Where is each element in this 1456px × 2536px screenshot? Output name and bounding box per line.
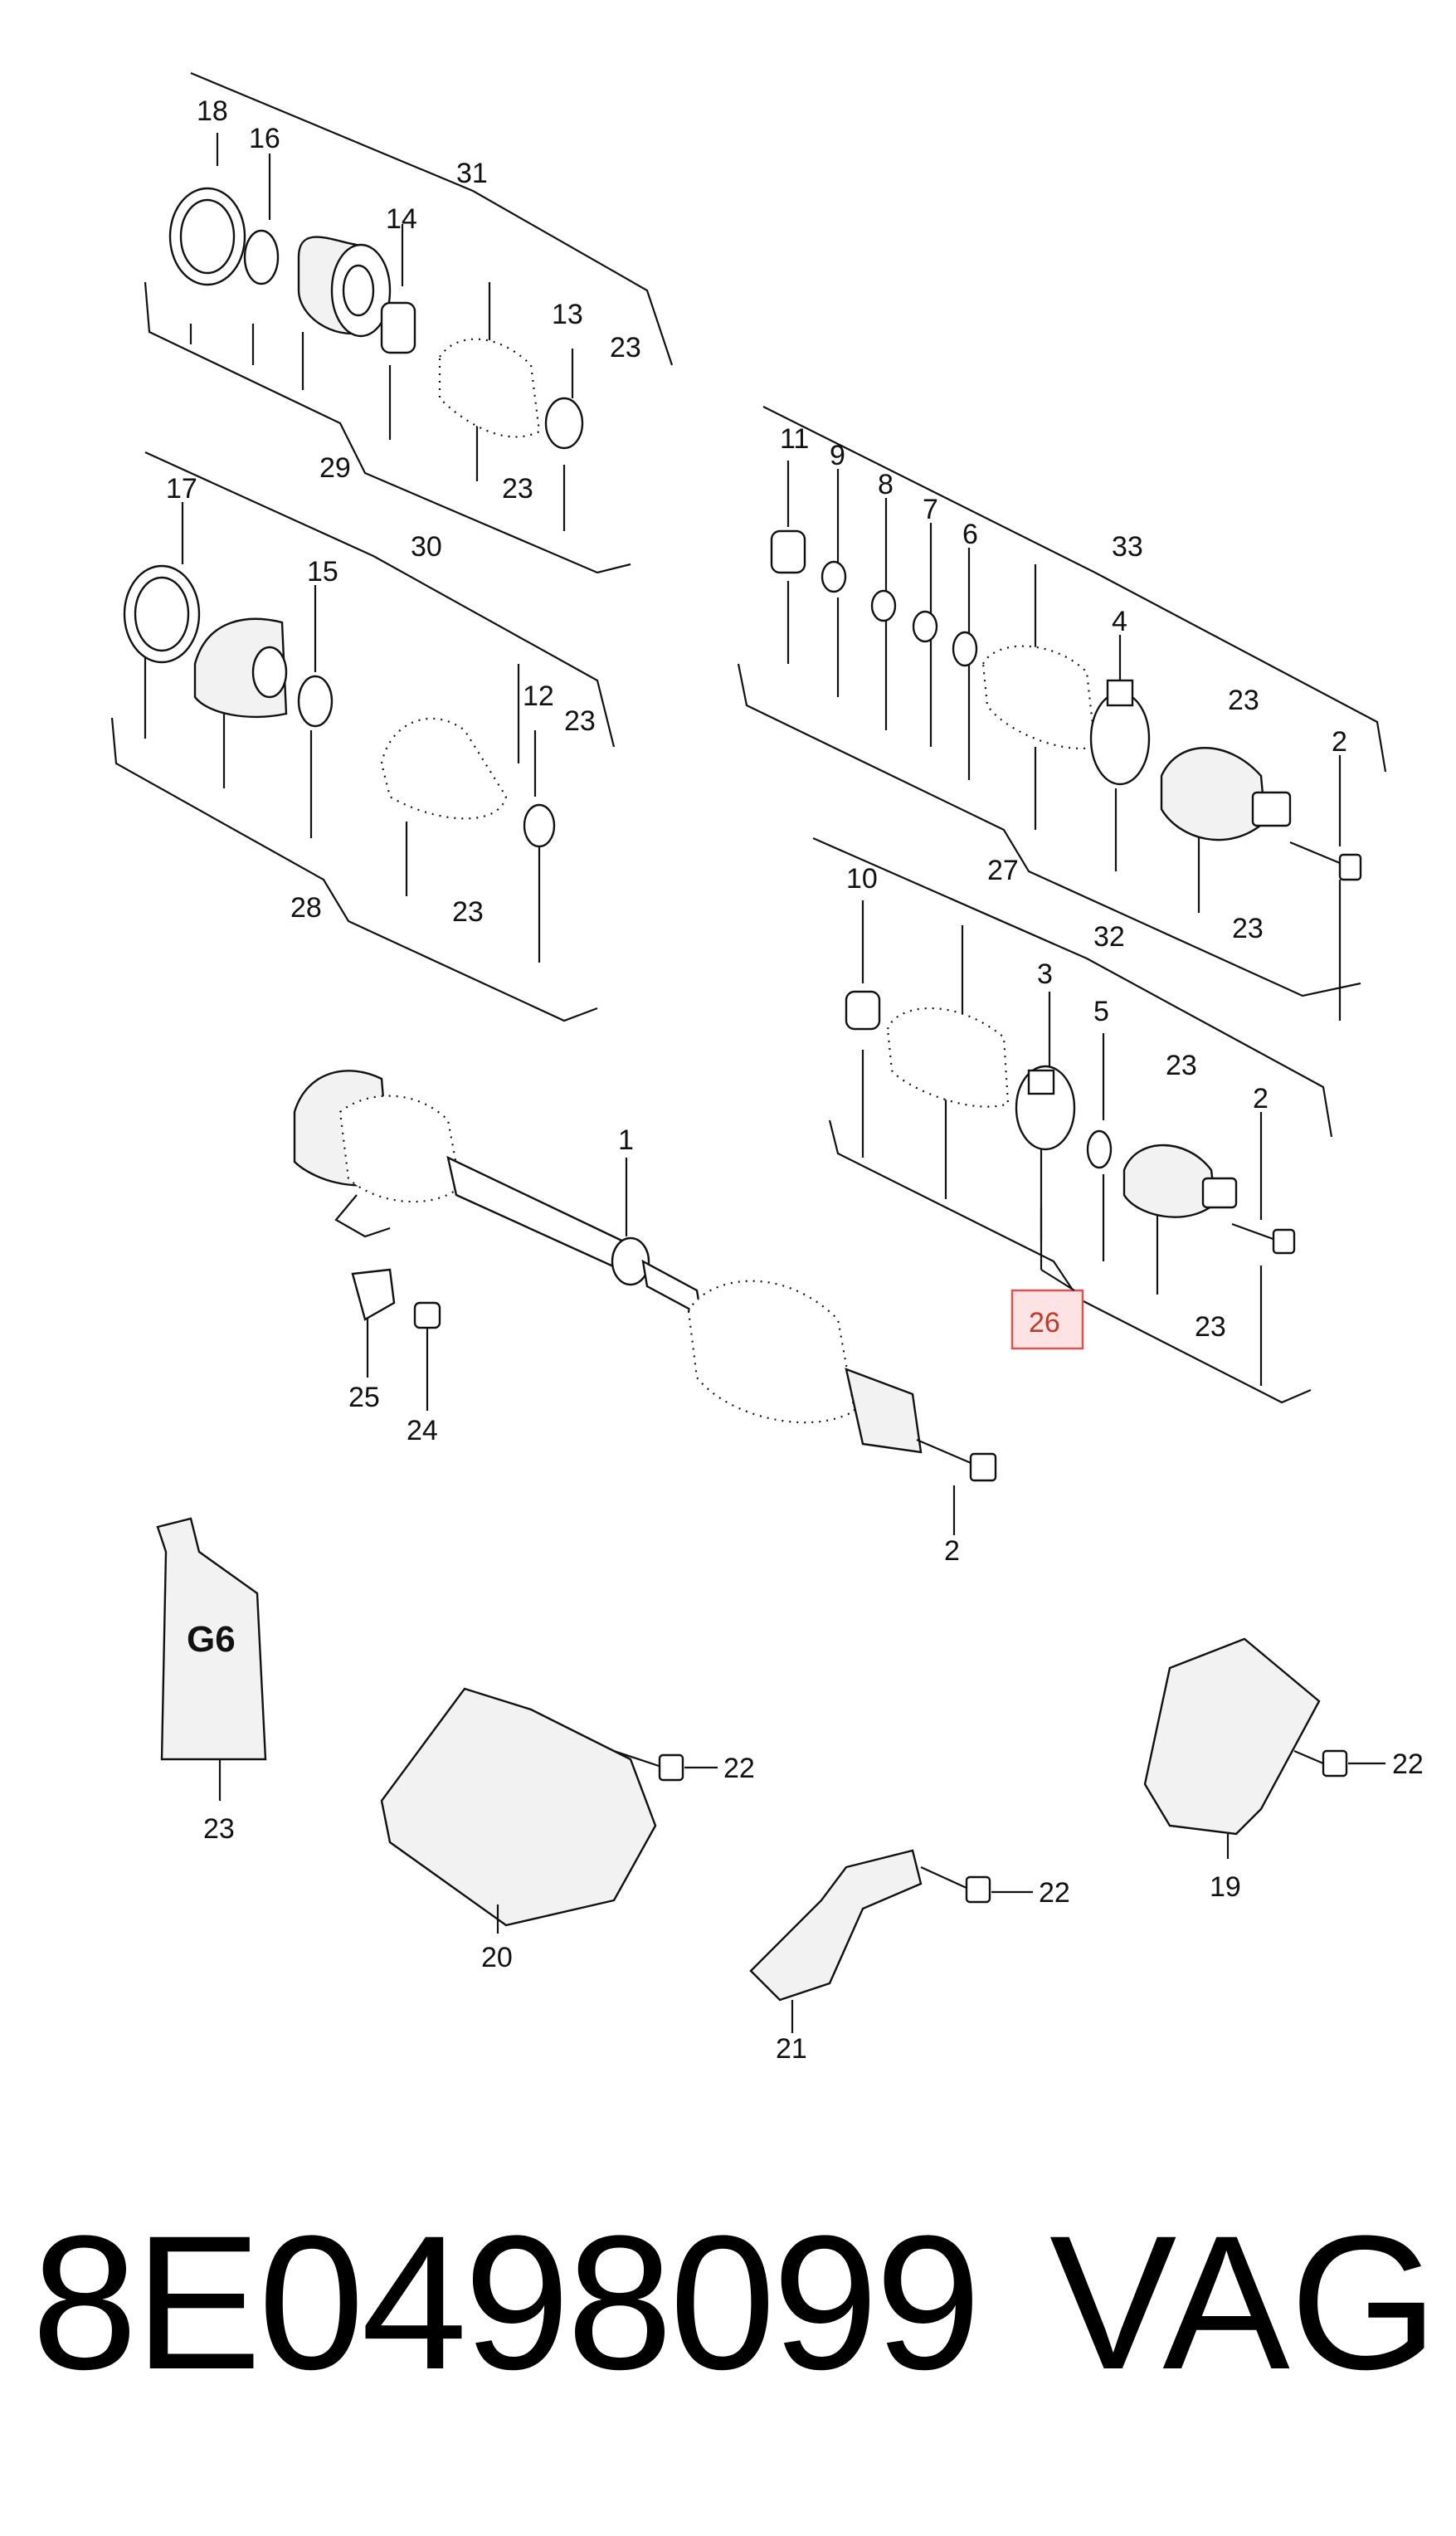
- heat-shield-icon: [1143, 1637, 1321, 1836]
- callout-2: 2: [1332, 726, 1347, 758]
- callout-2: 2: [1253, 1083, 1269, 1114]
- washer-icon: [870, 589, 897, 622]
- circlip-icon: [952, 631, 978, 667]
- hose-clamp-icon: [380, 301, 416, 354]
- heat-shield-21: 22 21: [749, 1849, 1070, 2065]
- washer-icon: [912, 610, 938, 643]
- cv-joint-icon: [1160, 747, 1267, 841]
- bolt-icon: [969, 1452, 997, 1482]
- callout-26: 26: [1029, 1307, 1060, 1339]
- callout-22: 22: [1392, 1748, 1424, 1780]
- heat-shield-19: 22 19: [1143, 1637, 1424, 1903]
- callout-23: 23: [502, 473, 533, 505]
- tube-label: G6: [187, 1619, 236, 1660]
- callout-17: 17: [166, 473, 197, 505]
- cv-joint-icon: [1122, 1144, 1217, 1218]
- circlip-icon: [1086, 1129, 1113, 1169]
- bolt-icon: [1272, 1228, 1296, 1255]
- callout-24: 24: [407, 1415, 438, 1446]
- screw-icon: [413, 1301, 441, 1329]
- damper-ring-icon: [611, 1236, 650, 1286]
- small-clamp-icon: [544, 397, 584, 450]
- group-32-boot-kit: 10 32 3 5 23 2 23 26: [812, 836, 1333, 1404]
- callout-23: 23: [1228, 685, 1259, 716]
- bolt-icon: [1338, 853, 1362, 881]
- cv-boot-icon: [380, 717, 508, 820]
- callout-23: 23: [452, 896, 484, 928]
- callout-31: 31: [456, 158, 488, 189]
- group-30-joint-kit: 17 15 30 12 23 28 23: [110, 451, 616, 1022]
- callout-3: 3: [1037, 958, 1053, 990]
- bracket-clip-icon: [351, 1268, 396, 1321]
- callout-30: 30: [411, 531, 442, 563]
- callout-23: 23: [1195, 1311, 1226, 1343]
- callout-5: 5: [1093, 996, 1109, 1027]
- hose-clamp-icon: [1089, 691, 1151, 786]
- callout-9: 9: [830, 440, 845, 471]
- callout-16: 16: [249, 123, 280, 154]
- callout-15: 15: [307, 556, 338, 588]
- callout-20: 20: [481, 1942, 513, 1973]
- cv-boot-icon: [886, 1007, 1010, 1108]
- callout-23: 23: [610, 332, 641, 363]
- brand-label: VAG: [1049, 2196, 1439, 2409]
- small-clamp-icon: [770, 529, 806, 574]
- callout-23: 23: [203, 1813, 235, 1845]
- drive-shaft-assembly: 1 2 25 24: [293, 1070, 997, 1567]
- callout-23: 23: [1232, 913, 1264, 944]
- callout-25: 25: [348, 1382, 380, 1413]
- callout-11: 11: [780, 423, 809, 455]
- callout-12: 12: [523, 680, 554, 712]
- callout-18: 18: [197, 95, 228, 127]
- bolt-icon: [965, 1875, 991, 1904]
- callout-21: 21: [776, 2033, 807, 2065]
- small-clamp-icon: [845, 990, 881, 1031]
- washer-icon: [821, 560, 847, 593]
- callout-2: 2: [944, 1535, 960, 1567]
- grease-tube: G6 23: [156, 1517, 267, 1845]
- callout-13: 13: [552, 299, 583, 330]
- heat-shield-icon: [380, 1687, 657, 1927]
- outer-cv-joint-icon: [845, 1368, 923, 1454]
- inner-boot-icon: [338, 1095, 462, 1203]
- shaft-bar-icon: [446, 1155, 640, 1280]
- grease-tube-icon: [156, 1517, 267, 1761]
- heat-shield-20: 22 20: [380, 1687, 755, 1973]
- bracket-shield-icon: [749, 1849, 923, 2002]
- cv-boot-icon: [981, 645, 1097, 750]
- cv-boot-icon: [438, 338, 541, 438]
- callout-26-highlight-box[interactable]: [1010, 1289, 1084, 1350]
- callout-23: 23: [1166, 1050, 1197, 1081]
- callout-14: 14: [386, 203, 417, 235]
- callout-32: 32: [1093, 921, 1125, 953]
- circlip-icon: [297, 675, 334, 728]
- exploded-parts-diagram: 18 16 31 14 13 23 29 23 17 15 30 12 23 2…: [110, 71, 1424, 2065]
- callout-22: 22: [723, 1753, 755, 1784]
- callout-6: 6: [962, 519, 978, 550]
- circlip-icon: [243, 229, 280, 285]
- callout-1: 1: [618, 1124, 634, 1156]
- callout-19: 19: [1210, 1871, 1241, 1903]
- callout-28: 28: [290, 892, 322, 924]
- group-33-boot-kit: 11 9 8 7 6 33 4 23 2 27 23: [737, 406, 1387, 1021]
- callout-33: 33: [1112, 531, 1143, 563]
- callout-29: 29: [319, 452, 351, 484]
- callout-23: 23: [564, 705, 596, 737]
- small-clamp-icon: [523, 803, 556, 848]
- callout-27: 27: [987, 855, 1019, 886]
- part-number: 8E0498099: [32, 2196, 981, 2409]
- callout-10: 10: [846, 863, 878, 895]
- bolt-icon: [658, 1753, 684, 1782]
- callout-22: 22: [1039, 1877, 1070, 1909]
- bolt-icon: [1322, 1749, 1348, 1778]
- group-31-outer-joint-kit: 18 16 31 14 13 23 29 23: [144, 71, 674, 574]
- callout-4: 4: [1112, 606, 1127, 637]
- outer-boot-icon: [687, 1280, 856, 1424]
- callout-7: 7: [923, 494, 938, 525]
- callout-8: 8: [878, 469, 894, 500]
